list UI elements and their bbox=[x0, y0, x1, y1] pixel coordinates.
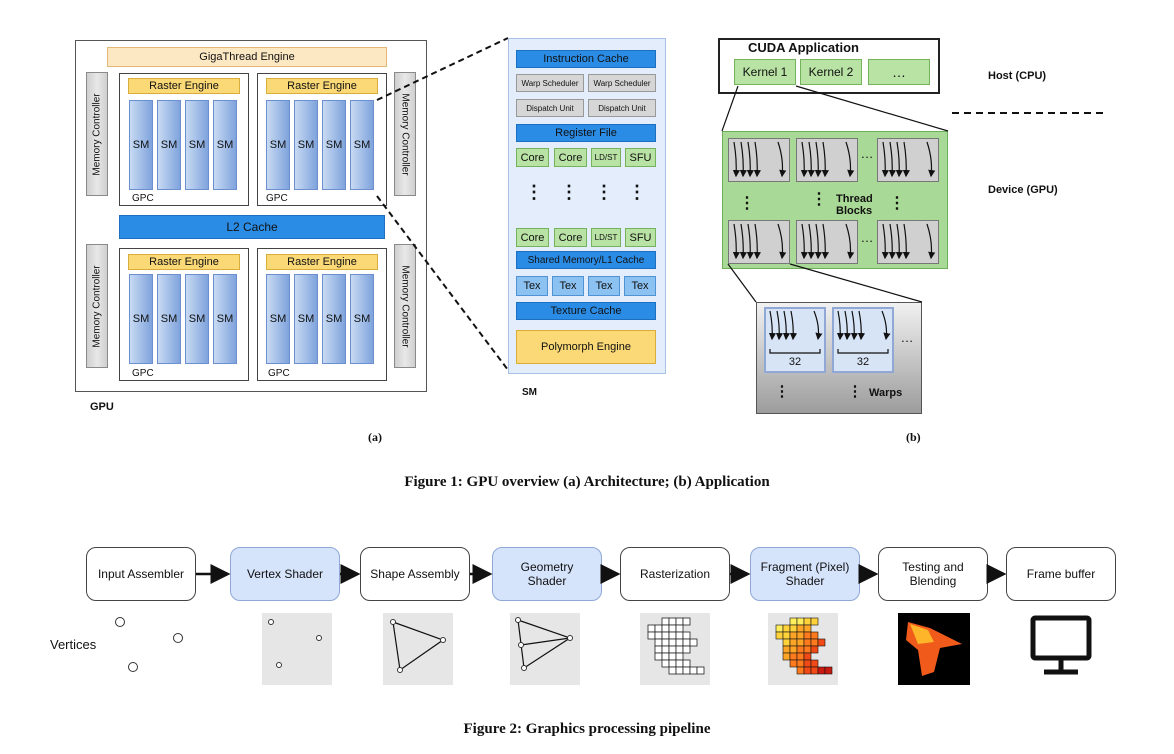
sm-block: SM bbox=[129, 100, 153, 190]
sm-detail-label: SM bbox=[522, 387, 537, 398]
panel-a-label: (a) bbox=[368, 430, 382, 444]
memory-controller-bottom-right: Memory Controller bbox=[394, 244, 416, 368]
vertical-dots: ⋮ bbox=[560, 181, 578, 202]
horizontal-ellipsis: … bbox=[860, 229, 874, 245]
sm-block: SM bbox=[129, 274, 153, 364]
vertical-dots: ⋮ bbox=[525, 181, 543, 202]
vertical-dots: ⋮ bbox=[889, 195, 905, 212]
ldst-unit: LD/ST bbox=[591, 148, 621, 167]
horizontal-ellipsis: … bbox=[900, 329, 914, 345]
gpc-label: GPC bbox=[132, 193, 154, 204]
sm-block: SM bbox=[294, 100, 318, 190]
cuda-application-label: CUDA Application bbox=[748, 40, 859, 55]
vertices-label: Vertices bbox=[50, 637, 97, 652]
sm-block: SM bbox=[157, 100, 181, 190]
warps-label: Warps bbox=[869, 387, 903, 399]
stage-shape-assembly: Shape Assembly bbox=[360, 547, 470, 601]
memory-controller-top-right: Memory Controller bbox=[394, 72, 416, 196]
core-unit: Core bbox=[516, 228, 549, 247]
sfu-unit: SFU bbox=[625, 228, 656, 247]
sm-block: SM bbox=[350, 100, 374, 190]
sm-block: SM bbox=[350, 274, 374, 364]
gpc-label: GPC bbox=[266, 193, 288, 204]
sm-block: SM bbox=[213, 274, 237, 364]
monitor-icon bbox=[1030, 615, 1092, 675]
sm-block: SM bbox=[185, 100, 209, 190]
vertical-dots: ⋮ bbox=[847, 383, 863, 400]
vertical-dots: ⋮ bbox=[774, 383, 790, 400]
memory-controller-bottom-left: Memory Controller bbox=[86, 244, 108, 368]
warp-size: 32 bbox=[788, 356, 802, 368]
sfu-unit: SFU bbox=[625, 148, 656, 167]
raster-engine: Raster Engine bbox=[128, 78, 240, 94]
stage-frame-buffer: Frame buffer bbox=[1006, 547, 1116, 601]
vertical-dots: ⋮ bbox=[811, 191, 827, 208]
thread-blocks-label-line1: Thread bbox=[836, 193, 873, 205]
gpc-label: GPC bbox=[132, 368, 154, 379]
core-unit: Core bbox=[516, 148, 549, 167]
horizontal-ellipsis: … bbox=[860, 145, 874, 161]
sm-block: SM bbox=[266, 274, 290, 364]
stage-vertex-shader: Vertex Shader bbox=[230, 547, 340, 601]
sm-block: SM bbox=[266, 100, 290, 190]
sm-block: SM bbox=[322, 274, 346, 364]
tex-unit: Tex bbox=[516, 276, 548, 296]
core-unit: Core bbox=[554, 148, 587, 167]
host-label: Host (CPU) bbox=[988, 70, 1047, 82]
gpc-label: GPC bbox=[268, 368, 290, 379]
warp-scheduler: Warp Scheduler bbox=[588, 74, 656, 92]
tex-unit: Tex bbox=[552, 276, 584, 296]
gigathread-engine: GigaThread Engine bbox=[107, 47, 387, 67]
stage-input-assembler: Input Assembler bbox=[86, 547, 196, 601]
polymorph-engine: Polymorph Engine bbox=[516, 330, 656, 364]
sm-block: SM bbox=[322, 100, 346, 190]
vertical-dots: ⋮ bbox=[628, 181, 646, 202]
vertical-dots: ⋮ bbox=[739, 195, 755, 212]
instruction-cache: Instruction Cache bbox=[516, 50, 656, 68]
kernel-2: Kernel 2 bbox=[800, 59, 862, 85]
thread-blocks-label-line2: Blocks bbox=[836, 205, 873, 217]
raster-engine: Raster Engine bbox=[266, 254, 378, 270]
register-file: Register File bbox=[516, 124, 656, 142]
tex-unit: Tex bbox=[624, 276, 656, 296]
panel-b-label: (b) bbox=[906, 430, 921, 444]
dispatch-unit: Dispatch Unit bbox=[588, 99, 656, 117]
gpu-label: GPU bbox=[90, 401, 114, 413]
device-label: Device (GPU) bbox=[988, 184, 1058, 196]
kernel-more: … bbox=[868, 59, 930, 85]
texture-cache: Texture Cache bbox=[516, 302, 656, 320]
ldst-unit: LD/ST bbox=[591, 228, 621, 247]
sm-block: SM bbox=[213, 100, 237, 190]
shared-memory-l1-cache: Shared Memory/L1 Cache bbox=[516, 251, 656, 269]
memory-controller-top-left: Memory Controller bbox=[86, 72, 108, 196]
sm-block: SM bbox=[294, 274, 318, 364]
sm-block: SM bbox=[185, 274, 209, 364]
stage-rasterization: Rasterization bbox=[620, 547, 730, 601]
stage-fragment-shader: Fragment (Pixel)Shader bbox=[750, 547, 860, 601]
figure2-caption: Figure 2: Graphics processing pipeline bbox=[463, 720, 711, 737]
sm-block: SM bbox=[157, 274, 181, 364]
warp-scheduler: Warp Scheduler bbox=[516, 74, 584, 92]
figure1-caption: Figure 1: GPU overview (a) Architecture;… bbox=[404, 473, 770, 490]
vertical-dots: ⋮ bbox=[595, 181, 613, 202]
raster-engine: Raster Engine bbox=[266, 78, 378, 94]
kernel-1: Kernel 1 bbox=[734, 59, 796, 85]
core-unit: Core bbox=[554, 228, 587, 247]
raster-engine: Raster Engine bbox=[128, 254, 240, 270]
tex-unit: Tex bbox=[588, 276, 620, 296]
dispatch-unit: Dispatch Unit bbox=[516, 99, 584, 117]
l2-cache: L2 Cache bbox=[119, 215, 385, 239]
warp-size: 32 bbox=[856, 356, 870, 368]
